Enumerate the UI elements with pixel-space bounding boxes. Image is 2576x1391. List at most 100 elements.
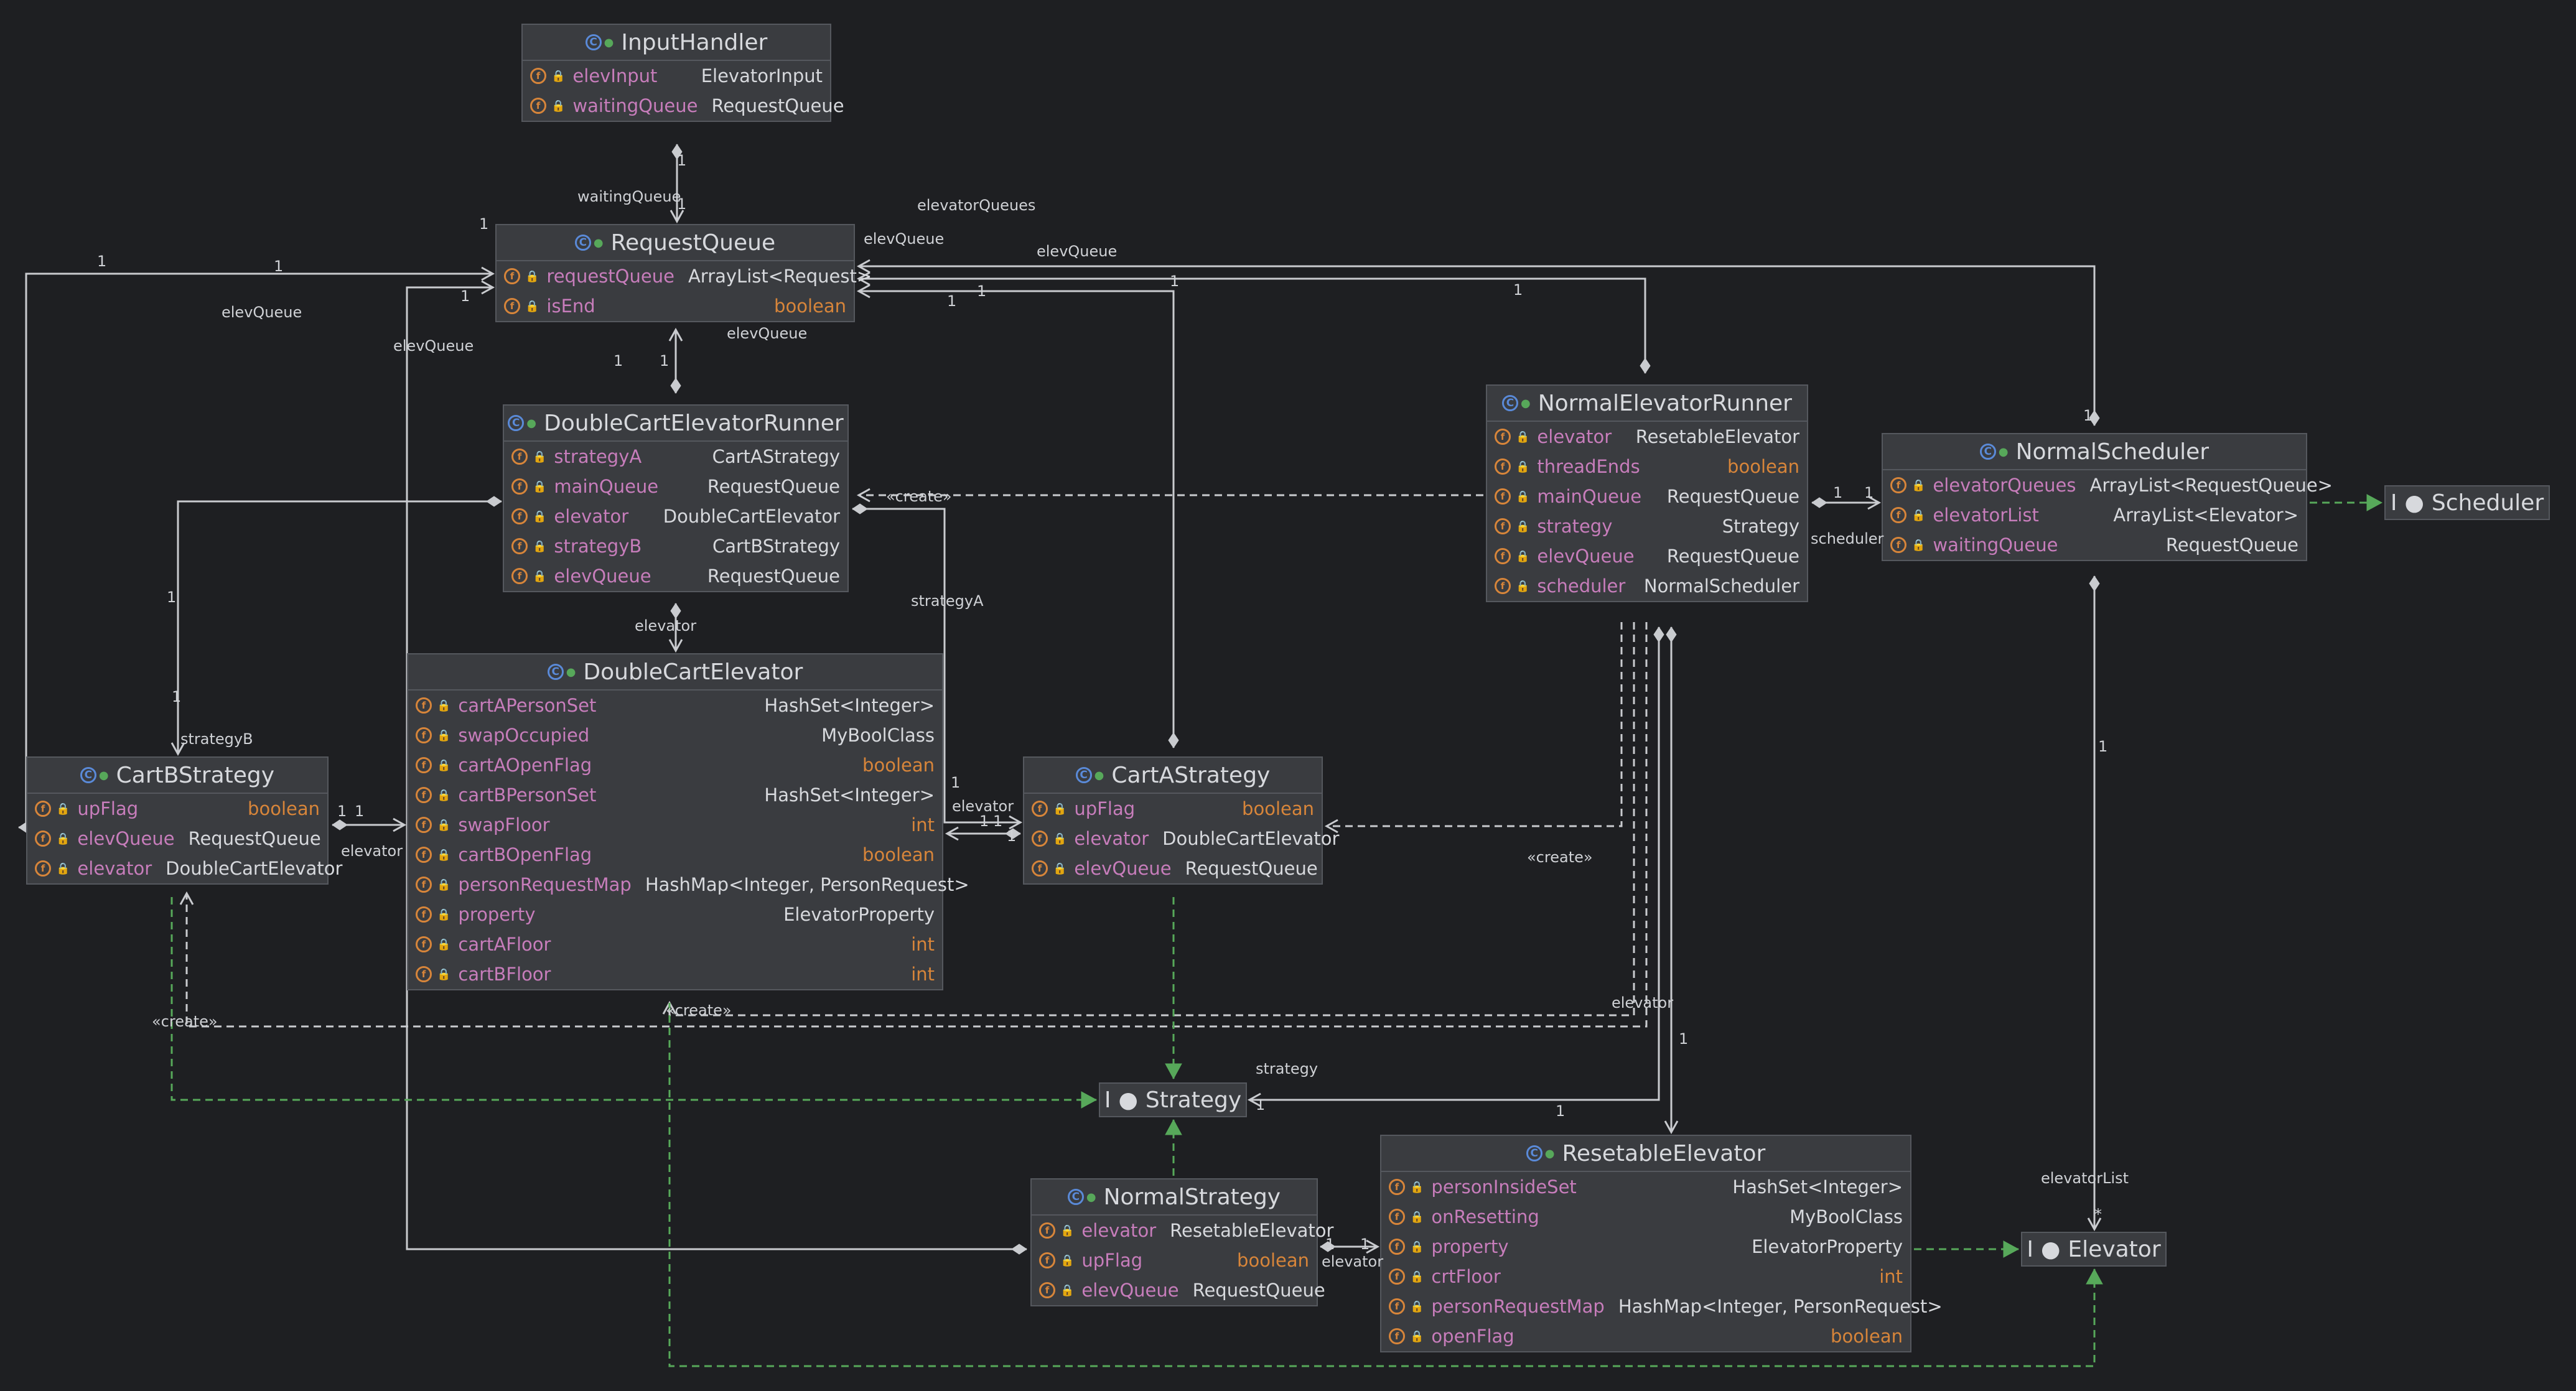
lock-icon: 🔒 bbox=[1516, 490, 1530, 503]
field-name: cartAFloor bbox=[458, 934, 551, 955]
field-icon: f bbox=[1890, 537, 1906, 553]
edge-line bbox=[859, 277, 1646, 373]
edge bbox=[332, 817, 407, 832]
arrowhead-open bbox=[1324, 819, 1338, 834]
lock-icon: 🔒 bbox=[1060, 1254, 1075, 1267]
interface-strategy[interactable]: I●Strategy bbox=[1099, 1082, 1247, 1117]
field-type: RequestQueue bbox=[1666, 546, 1799, 567]
edge-label: * bbox=[2094, 1206, 2102, 1223]
edge-label: 1 bbox=[660, 352, 670, 370]
interface-elevator[interactable]: I●Elevator bbox=[2021, 1232, 2167, 1267]
field-name: personRequestMap bbox=[1431, 1296, 1605, 1317]
edge bbox=[852, 503, 1023, 830]
field-icon: f bbox=[504, 268, 520, 284]
edge-label: 1 bbox=[1679, 1030, 1689, 1048]
edge-line bbox=[177, 500, 502, 754]
field-type: boolean bbox=[862, 755, 935, 776]
field-icon: f bbox=[416, 697, 432, 714]
edge-label: elevQueue bbox=[727, 325, 808, 342]
field-name: swapFloor bbox=[458, 814, 550, 835]
edge bbox=[856, 271, 1651, 374]
arrowhead-realization bbox=[2003, 1240, 2020, 1258]
class-icon: C bbox=[1526, 1145, 1542, 1161]
edge bbox=[1247, 626, 1664, 1107]
arrowhead-open bbox=[856, 271, 870, 286]
arrowhead-open bbox=[1366, 1239, 1380, 1254]
interface-scheduler[interactable]: I●Scheduler bbox=[2384, 485, 2550, 520]
arrowhead-open bbox=[2087, 1217, 2102, 1232]
edge-line bbox=[185, 622, 1648, 1028]
arrowhead-open bbox=[945, 826, 959, 841]
composition-diamond bbox=[2089, 410, 2100, 426]
field-name: elevInput bbox=[572, 65, 658, 86]
field-icon: f bbox=[416, 727, 432, 743]
field-icon: f bbox=[416, 787, 432, 803]
arrowhead-realization bbox=[1081, 1091, 1098, 1109]
field-name: isEnd bbox=[546, 295, 595, 317]
field-name: property bbox=[458, 904, 536, 925]
edge-label: 1 bbox=[1864, 484, 1874, 501]
lock-icon: 🔒 bbox=[1410, 1300, 1424, 1313]
edge-label: 1 bbox=[947, 292, 957, 310]
lock-icon: 🔒 bbox=[1516, 460, 1530, 473]
class-header: C●DoubleCartElevatorRunner bbox=[504, 406, 847, 442]
edge-label: 1 bbox=[337, 802, 347, 820]
field-icon: f bbox=[1495, 578, 1511, 594]
field-type: CartBStrategy bbox=[712, 536, 840, 557]
field-name: cartBPersonSet bbox=[458, 784, 597, 806]
